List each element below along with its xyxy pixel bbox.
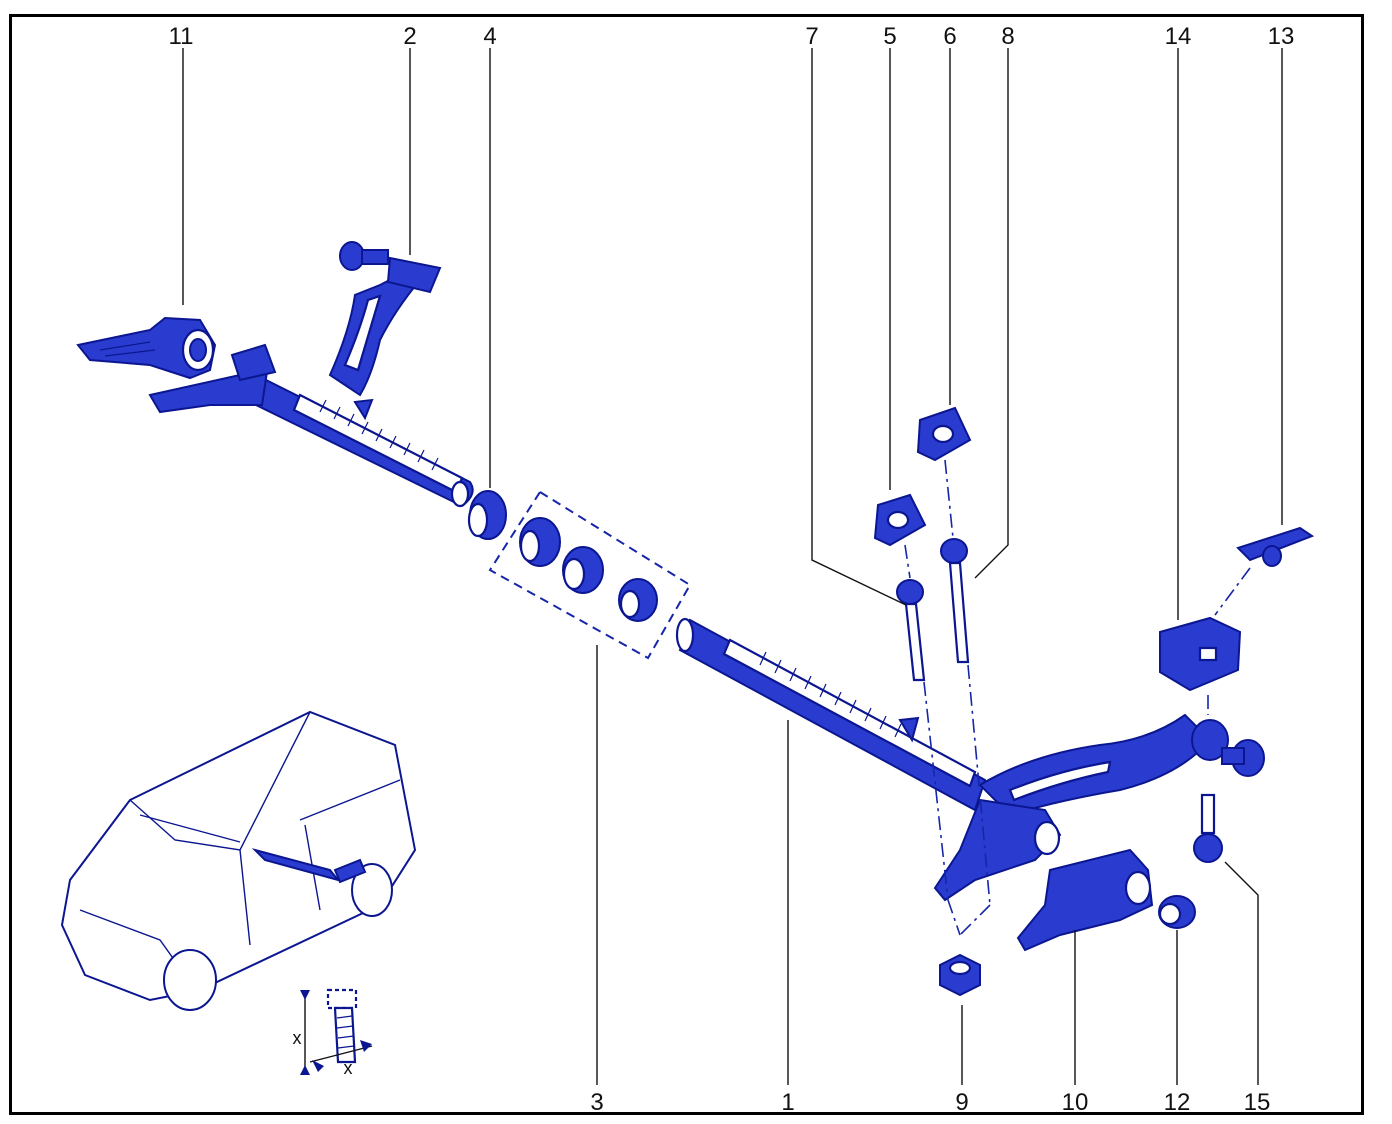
callout-3: 3 <box>590 1089 603 1116</box>
vehicle-location-thumbnail <box>60 710 417 1011</box>
assembly-lines <box>904 459 1251 936</box>
callout-4: 4 <box>483 23 496 50</box>
part-14-mount <box>1159 616 1242 692</box>
part-4-bushing <box>467 490 507 540</box>
bolt-dimension-inset <box>300 988 373 1075</box>
callout-11: 11 <box>169 23 194 50</box>
part-8-bolt <box>940 538 970 664</box>
callout-1: 1 <box>781 1089 794 1116</box>
part-9-nut <box>939 953 981 997</box>
callout-9: 9 <box>955 1089 968 1116</box>
part-7-bolt <box>896 579 926 682</box>
callout-10: 10 <box>1062 1089 1089 1116</box>
part-6-plate <box>916 406 972 462</box>
leader-lines <box>182 48 1283 1085</box>
callout-14: 14 <box>1165 23 1192 50</box>
callout-7: 7 <box>805 23 818 50</box>
callout-5: 5 <box>883 23 896 50</box>
dimension-x-vertical: x <box>293 1028 302 1048</box>
dimension-x-horizontal: x <box>344 1058 353 1078</box>
left-axle-half <box>148 241 474 508</box>
part-12-cap <box>1158 895 1196 929</box>
part-11-bracket <box>76 316 217 380</box>
callout-12: 12 <box>1164 1089 1191 1116</box>
part-5-plate <box>873 493 927 547</box>
callout-2: 2 <box>403 23 416 50</box>
callout-8: 8 <box>1001 23 1014 50</box>
part-15-bolt <box>1193 793 1223 863</box>
callout-15: 15 <box>1244 1089 1271 1116</box>
part-1-axle-tube <box>675 617 1265 902</box>
callout-6: 6 <box>943 23 956 50</box>
part-10-bracket <box>1016 848 1154 952</box>
part-3-bushing-kit <box>488 490 692 660</box>
callout-13: 13 <box>1268 23 1295 50</box>
part-13-clip <box>1236 526 1315 567</box>
